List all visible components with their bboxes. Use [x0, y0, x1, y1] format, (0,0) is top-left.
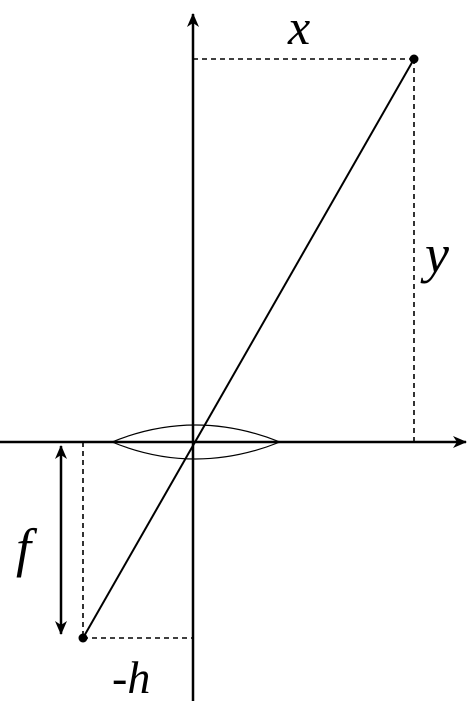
label-neg-h: -h	[112, 652, 150, 701]
image-point	[78, 633, 88, 643]
object-point	[409, 54, 419, 64]
label-x: x	[287, 0, 310, 55]
label-y: y	[420, 224, 449, 284]
label-f: f	[16, 518, 38, 578]
lens-shape	[110, 424, 282, 460]
ray-line	[82, 58, 415, 639]
